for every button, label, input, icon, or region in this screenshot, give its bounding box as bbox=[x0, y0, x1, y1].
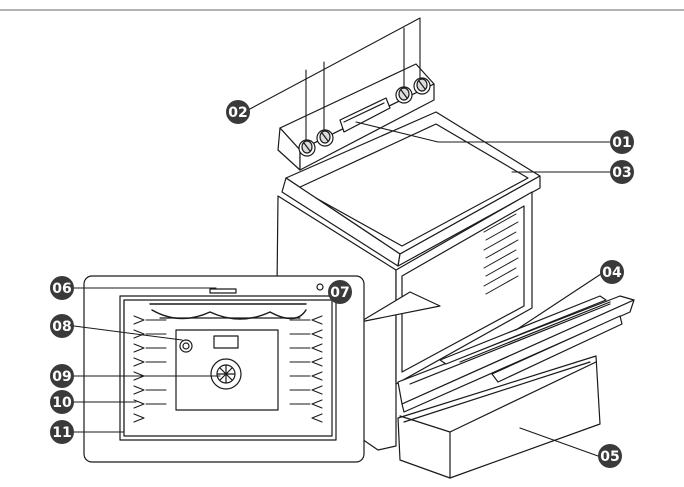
svg-text:03: 03 bbox=[612, 165, 631, 181]
svg-text:02: 02 bbox=[228, 105, 247, 121]
svg-text:07: 07 bbox=[330, 285, 349, 301]
callout-03: 03 bbox=[610, 160, 634, 184]
callout-10: 10 bbox=[50, 390, 74, 414]
leader-lines bbox=[73, 17, 613, 457]
inset-pointer bbox=[359, 291, 441, 323]
callout-07: 07 bbox=[328, 280, 352, 304]
control-knobs bbox=[298, 77, 431, 157]
svg-text:01: 01 bbox=[612, 135, 631, 151]
callout-11: 11 bbox=[50, 420, 74, 444]
svg-text:09: 09 bbox=[52, 369, 71, 385]
callout-04: 04 bbox=[600, 260, 624, 284]
svg-text:08: 08 bbox=[52, 319, 71, 335]
inset-sensor bbox=[316, 283, 324, 291]
oven-light bbox=[179, 339, 193, 353]
callout-06: 06 bbox=[50, 276, 74, 300]
oven-interior-inset bbox=[83, 275, 365, 463]
range-illustration bbox=[275, 63, 635, 479]
svg-text:10: 10 bbox=[52, 395, 72, 411]
oven-cavity bbox=[395, 191, 533, 385]
callout-09: 09 bbox=[50, 364, 74, 388]
svg-text:05: 05 bbox=[600, 449, 619, 465]
callout-02: 02 bbox=[226, 100, 250, 124]
convection-fan bbox=[210, 335, 242, 390]
svg-text:06: 06 bbox=[52, 281, 71, 297]
svg-text:04: 04 bbox=[602, 265, 622, 281]
callout-05: 05 bbox=[598, 444, 622, 468]
callout-01: 01 bbox=[610, 130, 634, 154]
callout-08: 08 bbox=[50, 314, 74, 338]
rack-guides-right bbox=[289, 315, 323, 423]
storage-drawer bbox=[397, 355, 601, 479]
door-latch bbox=[209, 288, 237, 294]
svg-text:11: 11 bbox=[52, 425, 71, 441]
